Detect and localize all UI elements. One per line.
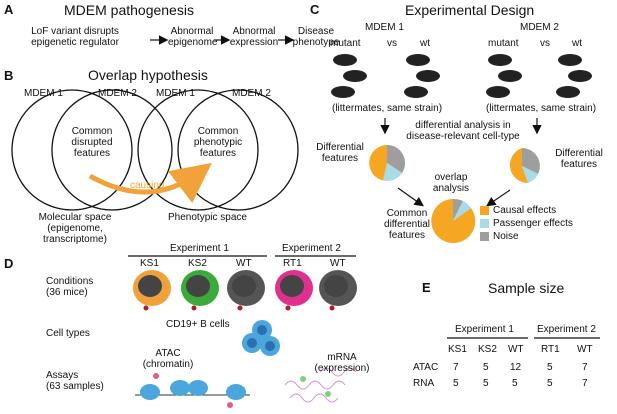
b-right-circle-2 <box>177 89 299 211</box>
c-littermates-right: (littermates, same strain) <box>486 103 597 114</box>
c-diff-features-right: Differential features <box>555 148 603 170</box>
d-group-2: WT <box>236 258 252 269</box>
e-col-0: KS1 <box>448 344 467 355</box>
panel-b-title: Overlap hypothesis <box>88 67 208 83</box>
d-experiment2: Experiment 2 <box>282 243 341 254</box>
c-vs-right: vs <box>540 38 550 49</box>
legend-item: Causal effects <box>480 204 573 217</box>
legend-swatch <box>480 232 489 241</box>
c-mutant-left: mutant <box>330 38 361 49</box>
b-left-mdem1: MDEM 1 <box>24 88 63 99</box>
c-overlap-label: overlap analysis <box>432 172 470 194</box>
panel-b-letter: B <box>4 68 14 83</box>
panel-d-letter: D <box>4 256 14 271</box>
e-cell: 7 <box>582 378 588 389</box>
c-littermates-left: (littermates, same strain) <box>332 103 443 114</box>
c-vs-left: vs <box>387 38 397 49</box>
c-pie-left <box>369 144 406 181</box>
e-cell: 7 <box>582 362 588 373</box>
panel-c-letter: C <box>310 2 320 17</box>
c-mice-left <box>331 54 440 98</box>
b-right-mdem2: MDEM 2 <box>232 88 271 99</box>
b-right-mdem1: MDEM 1 <box>156 88 195 99</box>
e-col-1: KS2 <box>478 344 497 355</box>
e-col-3: RT1 <box>541 344 560 355</box>
legend-item: Noise <box>480 230 573 243</box>
c-mdem1: MDEM 1 <box>365 22 404 33</box>
d-atac: ATAC (chromatin) <box>142 348 194 370</box>
legend-label: Noise <box>493 231 519 242</box>
d-group-3: RT1 <box>283 258 302 269</box>
b-left-center-text: Common disrupted features <box>71 126 113 159</box>
e-experiment1: Experiment 1 <box>455 324 514 335</box>
c-arrow-right-overlap <box>486 189 511 207</box>
e-cell: 5 <box>483 378 489 389</box>
legend-swatch <box>480 206 489 215</box>
e-row-label-atac: ATAC <box>413 362 439 373</box>
panel-e-title: Sample size <box>488 280 565 296</box>
d-chromatin <box>135 373 250 408</box>
c-diff-features-left: Differential features <box>316 142 364 164</box>
panel-c-title: Experimental Design <box>405 2 535 18</box>
e-experiment2: Experiment 2 <box>537 324 596 335</box>
e-cell: 5 <box>547 362 553 373</box>
b-left-circle-2 <box>51 89 173 211</box>
e-col-4: WT <box>577 344 593 355</box>
b-left-circle-1 <box>11 89 133 211</box>
e-cell: 7 <box>453 362 459 373</box>
d-conditions: Conditions (36 mice) <box>46 276 94 298</box>
d-cell-types: Cell types <box>46 328 90 339</box>
b-right-circle-1 <box>137 89 259 211</box>
d-mrna <box>284 367 357 403</box>
c-pie-overlap <box>431 198 476 243</box>
legend-label: Causal effects <box>493 205 557 216</box>
d-cd19: CD19+ B cells <box>166 319 230 330</box>
c-diff-analysis: differential analysis in disease-relevan… <box>406 120 520 142</box>
legend-swatch <box>480 219 489 228</box>
a-step-4: Disease phenotype <box>292 26 340 48</box>
c-mdem2: MDEM 2 <box>520 22 559 33</box>
legend-label: Passenger effects <box>493 218 573 229</box>
a-step-1: LoF variant disrupts epigenetic regulato… <box>31 26 119 48</box>
d-group-1: KS2 <box>188 258 207 269</box>
e-row-label-rna: RNA <box>413 378 435 389</box>
c-wt-right: wt <box>572 38 582 49</box>
b-left-mdem2: MDEM 2 <box>98 88 137 99</box>
c-legend: Causal effects Passenger effects Noise <box>480 204 573 243</box>
panel-a-title: MDEM pathogenesis <box>64 2 194 18</box>
e-cell: 5 <box>547 378 553 389</box>
legend-item: Passenger effects <box>480 217 573 230</box>
d-b-cells <box>242 320 280 356</box>
c-mice-right <box>486 54 592 98</box>
b-causing-label: causing <box>130 180 165 191</box>
b-right-caption: Phenotypic space <box>168 212 247 223</box>
c-pie-right <box>509 148 540 184</box>
e-cell: 5 <box>512 378 518 389</box>
panel-e-letter: E <box>422 280 431 295</box>
panel-a-letter: A <box>4 2 14 17</box>
e-cell: 5 <box>483 362 489 373</box>
b-left-caption: Molecular space (epigenome, transcriptom… <box>38 212 112 245</box>
d-group-0: KS1 <box>140 258 159 269</box>
d-mrna: mRNA (expression) <box>314 352 370 374</box>
a-step-3: Abnormal expression <box>229 26 279 48</box>
c-mutant-right: mutant <box>488 38 519 49</box>
c-wt-left: wt <box>420 38 430 49</box>
e-cell: 12 <box>510 362 522 373</box>
c-arrow-left-overlap <box>397 187 424 207</box>
c-common-label: Common differential features <box>384 208 430 241</box>
d-experiment1: Experiment 1 <box>170 243 229 254</box>
b-right-center-text: Common phenotypic features <box>193 126 243 159</box>
d-group-4: WT <box>330 258 346 269</box>
b-causing-arrow <box>88 162 212 204</box>
d-assays: Assays (63 samples) <box>46 370 104 392</box>
d-mouse-heads <box>133 270 357 311</box>
e-cell: 5 <box>453 378 459 389</box>
e-col-2: WT <box>508 344 524 355</box>
a-step-2: Abnormal epigenome <box>168 26 218 48</box>
